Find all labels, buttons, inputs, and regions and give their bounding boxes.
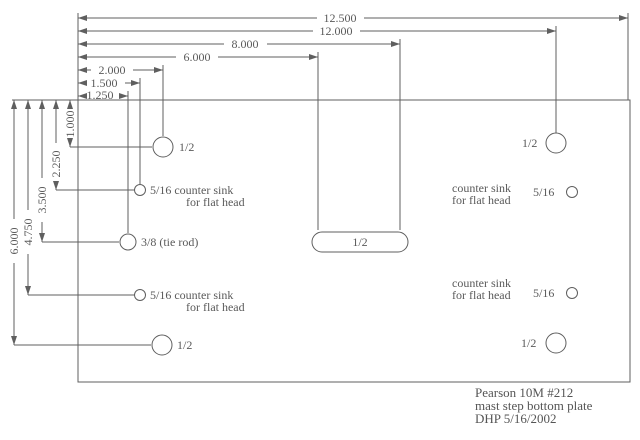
hole-bottom-left-half-inch	[151, 334, 173, 356]
title-line-1: Pearson 10M #212	[475, 385, 573, 400]
label-countersink-right-lower-line1: counter sink	[452, 276, 511, 290]
label-bottom-left-half: 1/2	[177, 338, 192, 352]
title-line-3: DHP 5/16/2002	[475, 411, 557, 426]
dim-12-500: 12.500	[324, 11, 357, 25]
label-countersink-right-lower-line2: for flat head	[452, 288, 511, 302]
title-line-2: mast step bottom plate	[475, 398, 593, 413]
hole-countersink-right-upper	[566, 186, 578, 198]
label-countersink-left-upper-line2: for flat head	[186, 195, 245, 209]
label-slot-half: 1/2	[352, 235, 367, 249]
center-slot	[311, 231, 409, 253]
dim-3-500: 3.500	[35, 187, 49, 214]
hole-top-left-half-inch	[152, 136, 174, 158]
label-top-right-half: 1/2	[522, 136, 537, 150]
hole-bottom-right-half-inch	[545, 332, 567, 354]
dim-12-000: 12.000	[320, 24, 353, 38]
dim-6-000-vertical: 6.000	[7, 228, 21, 255]
label-countersink-right-upper-line1: counter sink	[452, 181, 511, 195]
dimension-lines-vertical	[11, 100, 73, 345]
label-countersink-left-upper-line1: 5/16 counter sink	[150, 183, 233, 197]
plate-outline	[77, 99, 631, 383]
dim-1-000: 1.000	[63, 111, 77, 138]
hole-countersink-left-lower	[134, 289, 146, 301]
title-block: Pearson 10M #212 mast step bottom plate …	[475, 385, 593, 426]
label-top-left-half: 1/2	[179, 140, 194, 154]
label-countersink-right-upper-size: 5/16	[533, 185, 554, 199]
label-countersink-right-upper-line2: for flat head	[452, 193, 511, 207]
hole-top-right-half-inch	[545, 132, 567, 154]
dim-2-250: 2.250	[49, 151, 63, 178]
hole-countersink-left-upper	[134, 184, 146, 196]
label-tie-rod: 3/8 (tie rod)	[141, 235, 198, 249]
hole-countersink-right-lower	[566, 287, 578, 299]
label-countersink-left-lower-line1: 5/16 counter sink	[150, 288, 233, 302]
dim-8-000: 8.000	[232, 37, 259, 51]
dimension-lines-horizontal	[78, 15, 628, 99]
label-countersink-right-lower-size: 5/16	[533, 286, 554, 300]
dim-4-750: 4.750	[21, 219, 35, 246]
dim-1-250: 1.250	[87, 88, 114, 102]
extension-lines-vertical	[77, 13, 629, 233]
hole-tie-rod	[119, 233, 137, 251]
dim-6-000: 6.000	[184, 50, 211, 64]
dim-2-000: 2.000	[99, 63, 126, 77]
label-bottom-right-half: 1/2	[521, 336, 536, 350]
label-countersink-left-lower-line2: for flat head	[186, 300, 245, 314]
dim-1-500: 1.500	[91, 76, 118, 90]
